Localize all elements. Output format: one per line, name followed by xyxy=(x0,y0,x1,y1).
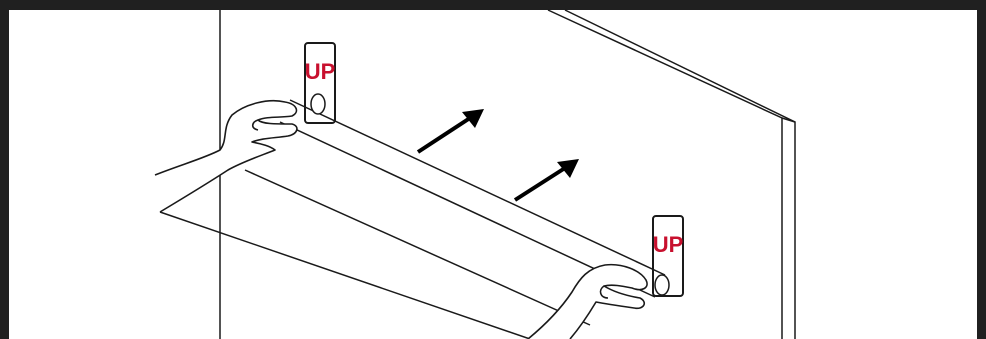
bar-right-end xyxy=(654,274,670,296)
top-border xyxy=(0,0,986,10)
lower-lines xyxy=(159,169,591,339)
panel xyxy=(547,9,796,339)
arrow-up-right-icon xyxy=(513,159,579,202)
lower-line-2 xyxy=(244,169,591,326)
hand-left-icon xyxy=(154,99,298,213)
lower-line-1 xyxy=(159,211,531,339)
right-border xyxy=(977,0,986,339)
panel-corner xyxy=(781,117,796,123)
up-label-left: UP xyxy=(305,59,336,84)
mounting-bar xyxy=(279,93,670,298)
left-border xyxy=(0,0,9,339)
bar-bottom-edge xyxy=(279,121,656,298)
bar-left-end xyxy=(310,93,326,115)
bar-top-edge xyxy=(289,99,666,276)
hand-right-icon xyxy=(527,263,648,339)
arrow-up-right-icon xyxy=(416,109,484,154)
up-label-right: UP xyxy=(653,232,684,257)
